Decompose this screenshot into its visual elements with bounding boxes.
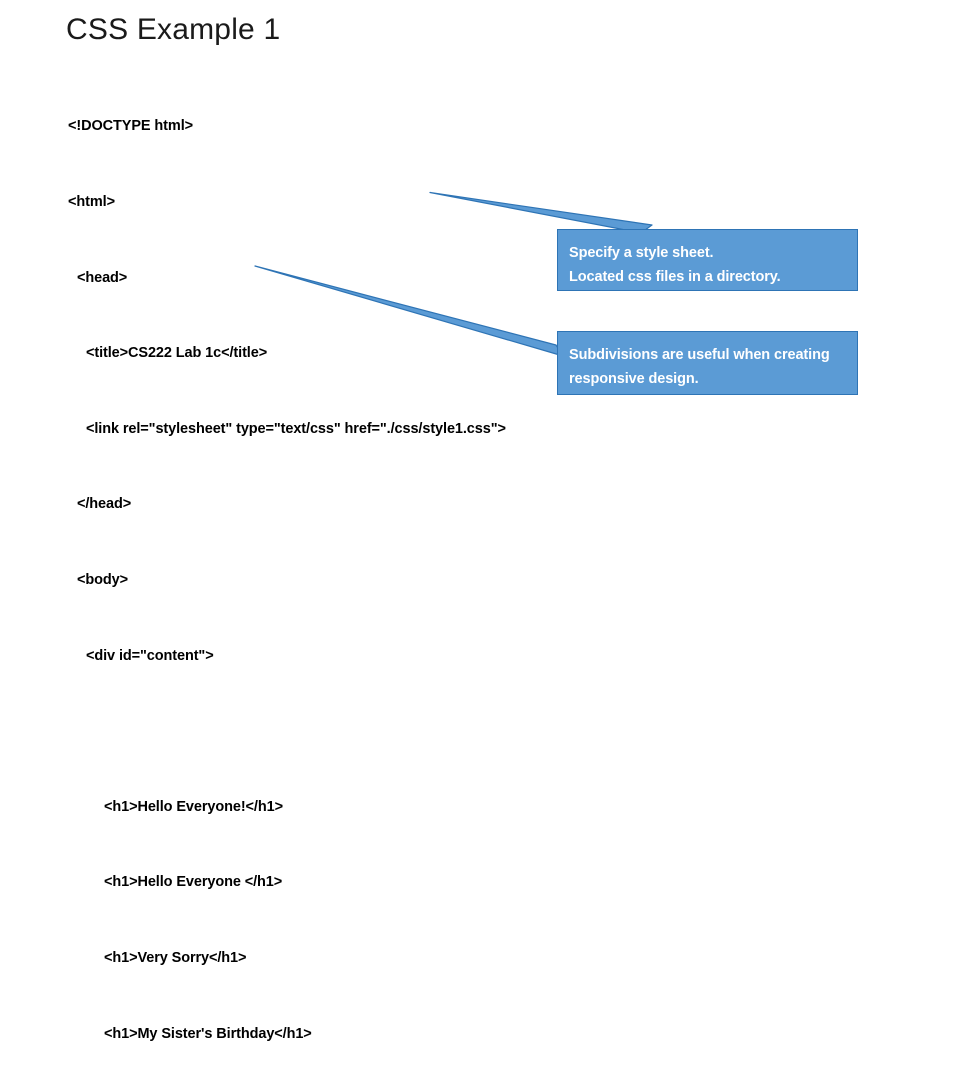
code-line: <!DOCTYPE html> xyxy=(68,118,193,135)
code-line: <div id="content"> xyxy=(86,647,214,664)
code-listing: <!DOCTYPE html> <html> <head> <title>CS2… xyxy=(68,64,628,1080)
code-line: <h1>Very Sorry</h1> xyxy=(104,949,247,966)
callout-box-style-sheet: Specify a style sheet. Located css files… xyxy=(557,229,858,291)
callout-line: responsive design. xyxy=(569,371,699,387)
code-line: <h1>Hello Everyone </h1> xyxy=(104,874,283,891)
code-line: <head> xyxy=(77,269,128,286)
callout-line: Subdivisions are useful when creating xyxy=(569,347,830,363)
code-line: <link rel="stylesheet" type="text/css" h… xyxy=(86,420,506,437)
slide-canvas: CSS Example 1 <!DOCTYPE html> <html> <he… xyxy=(66,13,858,1042)
callout-line: Located css files in a directory. xyxy=(569,269,781,285)
callout-line: Specify a style sheet. xyxy=(569,245,714,261)
code-line: <h1>My Sister's Birthday</h1> xyxy=(104,1025,312,1042)
code-line: <h1>Hello Everyone!</h1> xyxy=(104,798,283,815)
callout-box-subdivisions: Subdivisions are useful when creating re… xyxy=(557,331,858,395)
code-line: <body> xyxy=(77,571,128,588)
page-title: CSS Example 1 xyxy=(66,13,281,46)
code-line-blank xyxy=(68,719,628,744)
code-line: </head> xyxy=(77,496,132,513)
code-line: <title>CS222 Lab 1c</title> xyxy=(86,345,268,362)
code-line: <html> xyxy=(68,194,115,210)
